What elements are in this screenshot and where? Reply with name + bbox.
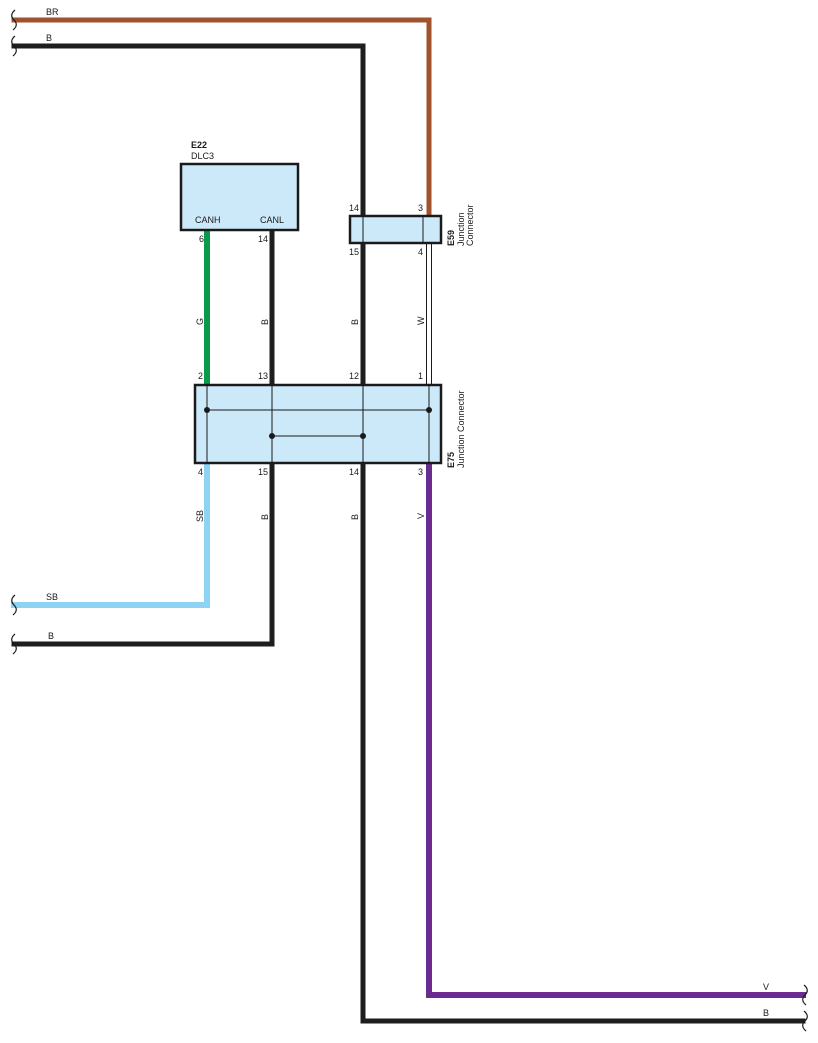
e75-pin-b4: 3 [418, 467, 423, 477]
e75-pin-b1: 4 [198, 467, 203, 477]
e59-title-line1: Junction [456, 212, 466, 246]
label-b-low2: B [350, 514, 360, 520]
label-v-low: V [416, 513, 426, 519]
dlc3-pin-canl: 14 [258, 234, 268, 244]
e59-code: E59 [446, 230, 456, 246]
e75-splice-dot-3 [269, 433, 275, 439]
e75-pin-b3: 14 [349, 467, 359, 477]
break-mark-left-b [11, 35, 17, 57]
e59-connector [348, 214, 443, 245]
label-b-low1: B [260, 514, 270, 520]
label-v-right: V [763, 982, 769, 992]
dlc3-pin-canh: 6 [199, 234, 204, 244]
e75-splice-dot-4 [360, 433, 366, 439]
e75-splice-dot-1 [204, 407, 210, 413]
label-g: G [195, 318, 205, 325]
label-b-top: B [46, 33, 52, 43]
wire-b-lower [11, 460, 275, 647]
e75-pin-t1: 2 [198, 371, 203, 381]
e75-connector [193, 383, 443, 465]
e59-title-line2: Connector [465, 204, 475, 246]
label-b-mid1: B [260, 319, 270, 325]
e59-pin-bl: 15 [349, 247, 359, 257]
dlc3-code: E22 [191, 140, 207, 150]
e75-splice-dot-2 [426, 407, 432, 413]
dlc3-name: DLC3 [191, 151, 214, 161]
wire-br [11, 17, 432, 219]
e59-pin-tl: 14 [349, 203, 359, 213]
e75-pin-t4: 1 [418, 371, 423, 381]
wire-sb [11, 460, 210, 608]
label-sb-low: SB [195, 510, 205, 522]
dlc3-canl-label: CANL [260, 215, 284, 225]
label-sb-left: SB [46, 592, 58, 602]
dlc3-connector [179, 162, 300, 232]
label-b-left: B [48, 631, 54, 641]
break-mark-right-b [802, 1010, 808, 1032]
wire-v [426, 460, 806, 998]
e75-pin-b2: 15 [258, 467, 268, 477]
break-mark-left-sb [11, 594, 17, 616]
wire-b-main [11, 43, 806, 1024]
e75-title: Junction Connector [456, 390, 466, 468]
e59-pin-tr: 3 [418, 203, 423, 213]
e75-code: E75 [446, 452, 456, 468]
e75-pin-t2: 13 [258, 371, 268, 381]
break-mark-left-b2 [11, 633, 17, 655]
break-mark-left-br [11, 9, 17, 31]
dlc3-canh-label: CANH [195, 215, 221, 225]
label-w: W [416, 316, 426, 325]
label-b-mid2: B [350, 319, 360, 325]
e59-pin-br: 4 [418, 247, 423, 257]
e75-pin-t3: 12 [349, 371, 359, 381]
label-b-right: B [763, 1008, 769, 1018]
break-mark-right-v [802, 984, 808, 1006]
label-br-top: BR [46, 7, 59, 17]
